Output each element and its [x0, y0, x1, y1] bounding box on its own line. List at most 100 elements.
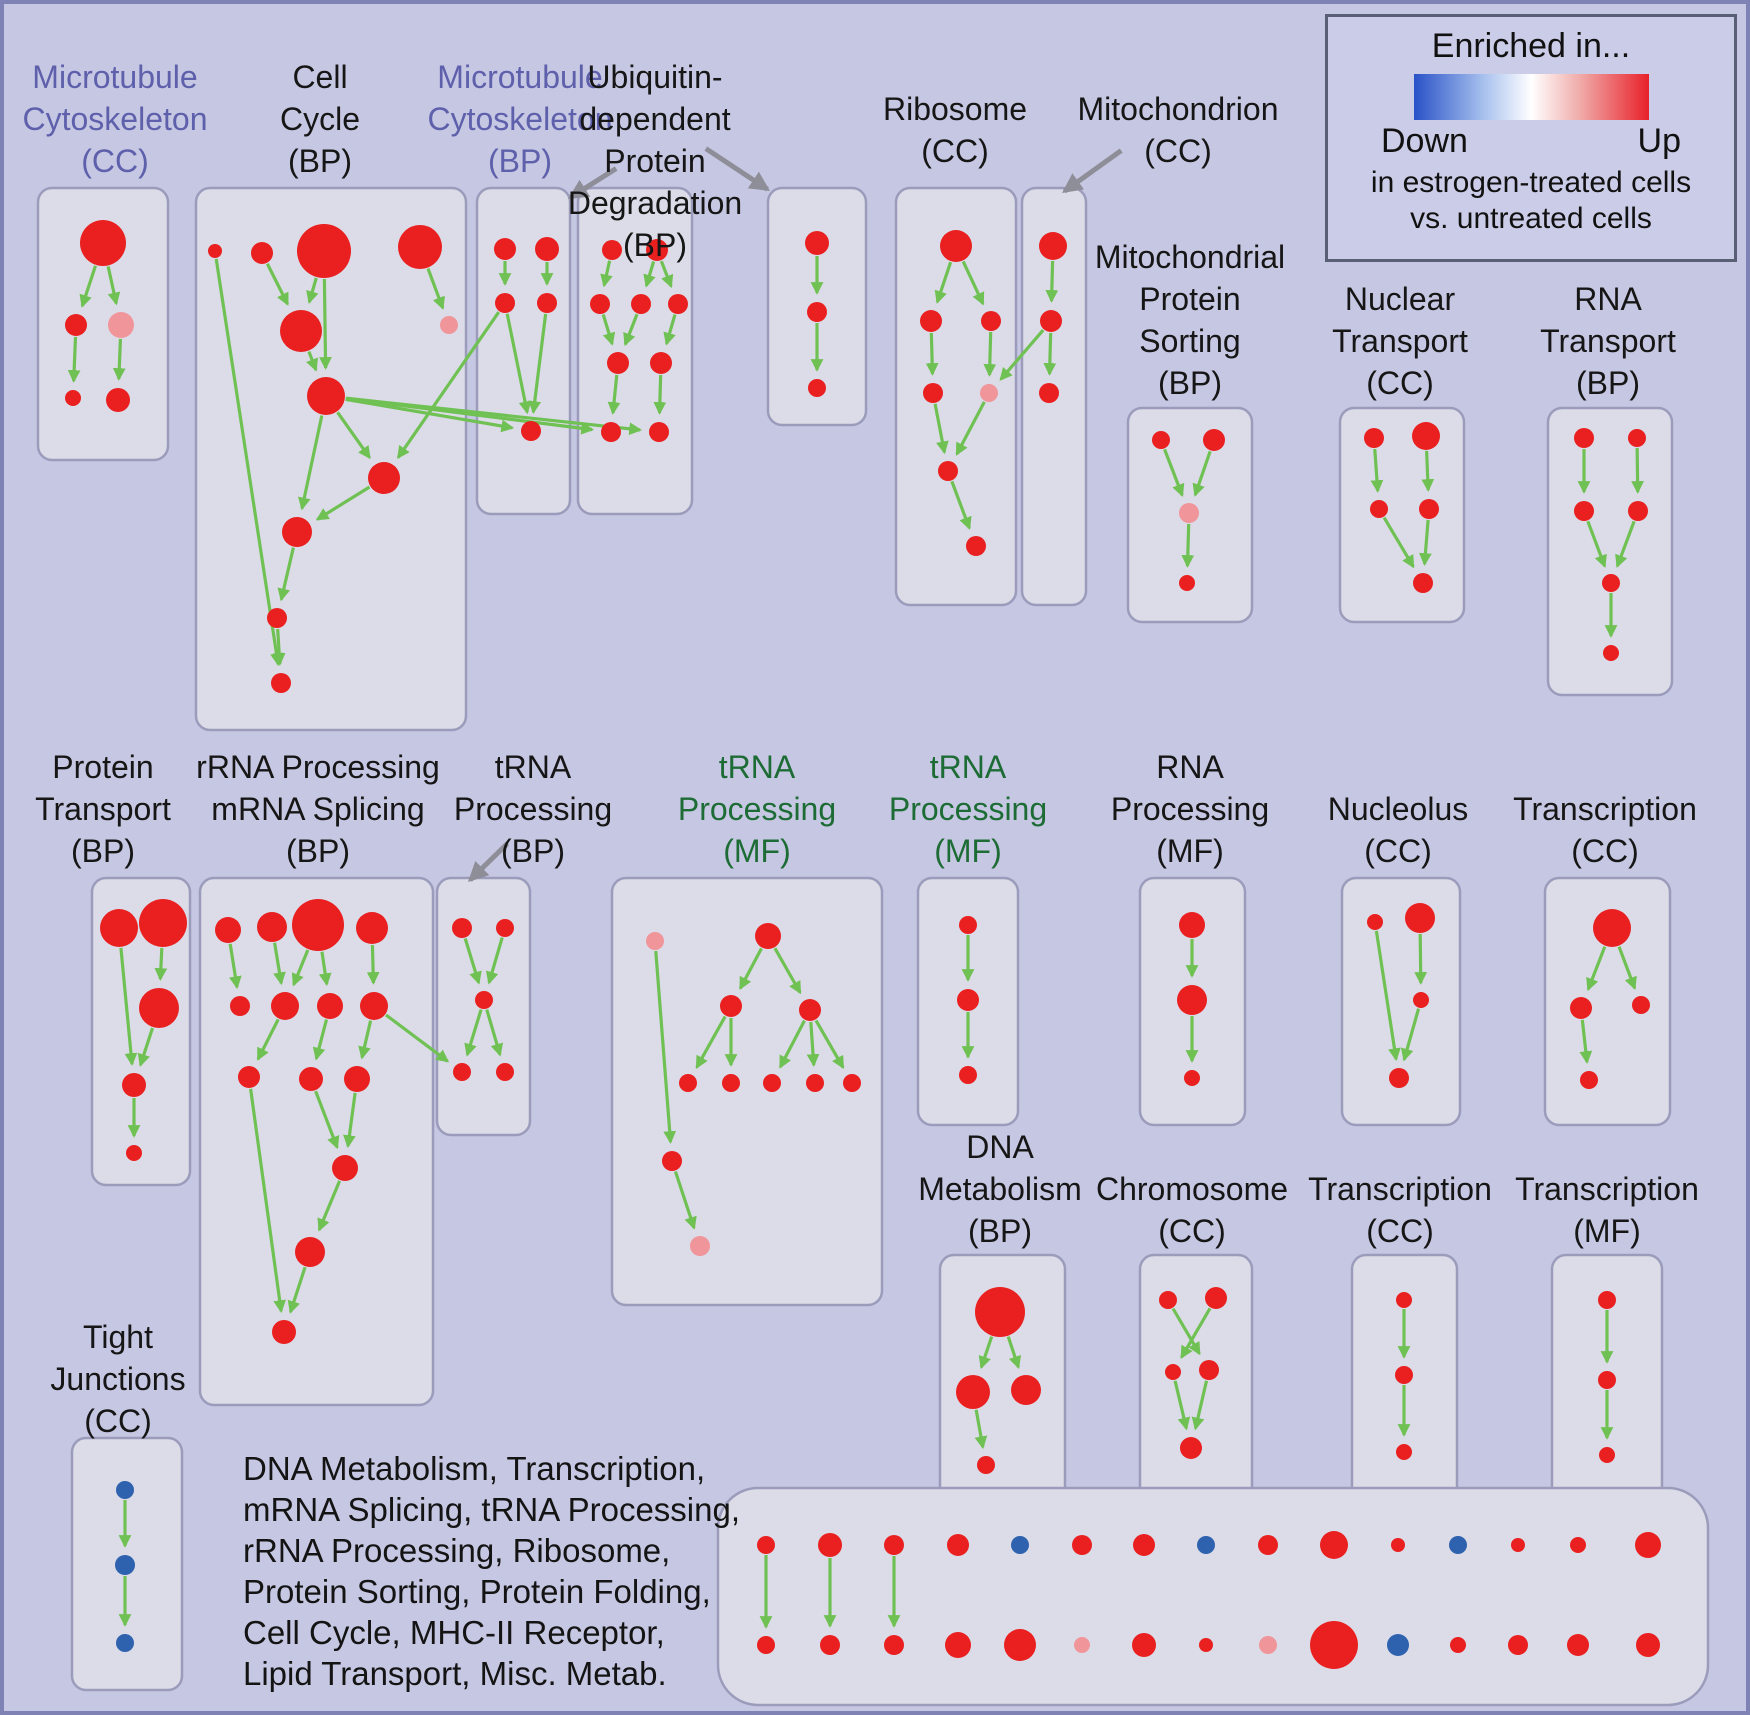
go-term-node-red [1580, 1071, 1598, 1089]
go-term-node-red [1598, 1371, 1616, 1389]
edge-arrow [983, 331, 997, 377]
edge-arrow [315, 485, 371, 521]
cluster-box-nuclear-transport-cc [1338, 406, 1466, 624]
go-term-node-red [977, 1456, 995, 1474]
edge-arrow [306, 350, 319, 372]
go-term-node-red [475, 991, 493, 1009]
go-term-node-red [1040, 310, 1062, 332]
go-term-node-pink [1179, 503, 1199, 523]
go-term-node-blue [116, 1634, 134, 1652]
go-term-node-red [1004, 1629, 1036, 1661]
edge-arrow [485, 1009, 504, 1057]
go-term-node-red [65, 390, 81, 406]
go-term-node-blue [1387, 1634, 1409, 1656]
legend-axis-labels: Down Up [1381, 122, 1681, 161]
go-term-node-red [938, 461, 958, 481]
edge-arrow [277, 547, 295, 602]
go-term-node-red [1450, 1637, 1466, 1653]
go-term-node-red [1159, 1291, 1177, 1309]
edge-arrow [287, 1266, 307, 1314]
label-pointer-arrow [567, 166, 618, 200]
go-term-node-red [282, 517, 312, 547]
cluster-box-microtubule-cytoskeleton-bp [475, 186, 572, 516]
edge-arrow [1586, 946, 1607, 992]
go-term-node-pink [108, 312, 134, 338]
edge-arrow [933, 403, 949, 455]
go-term-node-red [1165, 1364, 1181, 1380]
go-term-node-red [1180, 1437, 1202, 1459]
go-term-node-red [820, 1635, 840, 1655]
go-term-node-red [1389, 1068, 1409, 1088]
go-term-node-red [215, 917, 241, 943]
edge-arrow [464, 1009, 483, 1057]
go-term-node-red [975, 1287, 1025, 1337]
edge-arrow [1414, 933, 1428, 985]
go-term-node-red [668, 294, 688, 314]
go-term-node-pink [646, 932, 664, 950]
go-term-node-red [292, 899, 344, 951]
edge-arrow [738, 947, 763, 991]
go-term-node-red [106, 388, 130, 412]
go-term-node-red [757, 1536, 775, 1554]
edge-arrow [1579, 1019, 1593, 1065]
edge-arrow [528, 313, 548, 415]
go-term-node-red [537, 293, 557, 313]
misc-functions-text-block: DNA Metabolism, Transcription,mRNA Splic… [243, 1448, 740, 1694]
edge-arrow [1181, 523, 1195, 568]
go-term-node-red [923, 383, 943, 403]
go-term-node-red [966, 536, 986, 556]
edge-arrow [336, 411, 371, 460]
edge-arrow [1421, 450, 1435, 492]
go-term-node-red [368, 462, 400, 494]
edge-arrow [773, 947, 802, 995]
edge-arrow [1631, 447, 1644, 494]
edge-arrow [955, 401, 986, 456]
go-term-node-red [360, 992, 388, 1020]
go-term-node-red [267, 608, 287, 628]
edge-arrow [978, 1336, 994, 1370]
go-term-node-red [1574, 428, 1594, 448]
go-term-node-red [1184, 1070, 1200, 1086]
go-term-node-red [843, 1074, 861, 1092]
go-term-node-red [808, 379, 826, 397]
edge-arrow [306, 277, 319, 305]
go-term-node-red [1574, 501, 1594, 521]
legend-gradient-bar [1413, 74, 1649, 120]
go-term-node-red [805, 231, 829, 255]
cluster-box-trna-processing-mf-large [610, 876, 884, 1307]
go-term-node-red [884, 1535, 904, 1555]
edge-arrow [343, 1092, 357, 1149]
go-term-node-red [1258, 1535, 1278, 1555]
go-term-node-red [959, 1066, 977, 1084]
edge-arrow [358, 1020, 373, 1060]
go-term-node-red [126, 1145, 142, 1161]
go-term-node-red [662, 1151, 682, 1171]
edge-arrow [214, 258, 283, 667]
edge-arrow [1419, 519, 1432, 566]
go-term-node-pink [1259, 1636, 1277, 1654]
go-term-node-red [1132, 1633, 1156, 1657]
legend-up-label: Up [1637, 122, 1681, 160]
cluster-box-protein-transport-bp [90, 876, 192, 1187]
edge-arrow [79, 265, 98, 308]
label-pointer-arrow [1062, 148, 1123, 194]
edge-arrow [291, 949, 310, 987]
go-term-node-red [295, 1237, 325, 1267]
go-term-node-red [1011, 1375, 1041, 1405]
go-term-node-red [799, 999, 821, 1021]
go-term-node-red [884, 1635, 904, 1655]
go-term-node-pink [1074, 1637, 1090, 1653]
go-term-node-red [1508, 1635, 1528, 1655]
go-term-node-red [818, 1533, 842, 1557]
go-term-node-red [649, 422, 669, 442]
go-term-node-red [1370, 500, 1388, 518]
cross-cluster-edge-arrow [345, 396, 643, 436]
edge-arrow [137, 1027, 155, 1067]
go-term-node-red [1179, 575, 1195, 591]
